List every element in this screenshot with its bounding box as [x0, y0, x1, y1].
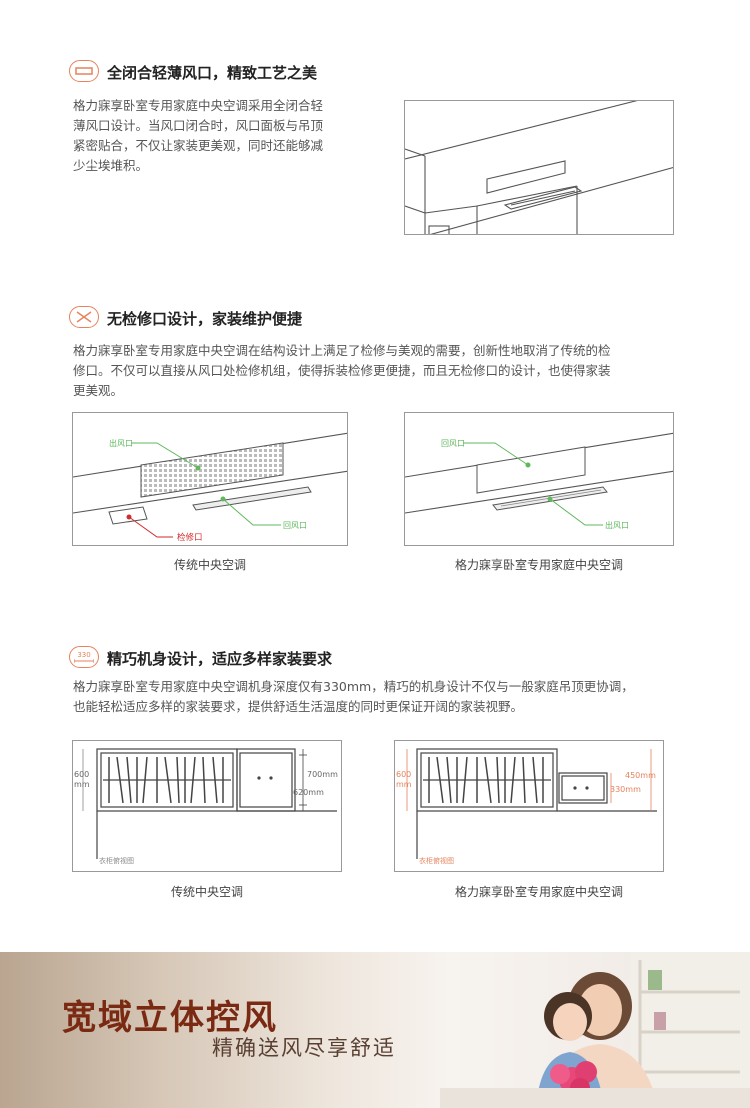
- closed-vent-illustration: [404, 100, 674, 235]
- section3-title: 精巧机身设计，适应多样家装要求: [107, 650, 333, 668]
- label-return: 回风口: [283, 521, 307, 530]
- banner-subtitle: 精确送风尽享舒适: [212, 1036, 396, 1060]
- label-outlet: 出风口: [109, 438, 133, 448]
- section2-title: 无检修口设计，家装维护便捷: [107, 310, 303, 328]
- svg-text:450mm: 450mm: [625, 771, 656, 780]
- left-wardrobe-caption: 传统中央空调: [170, 885, 243, 899]
- label-access: 检修口: [177, 532, 203, 543]
- svg-text:mm: mm: [396, 780, 412, 789]
- right-wardrobe-caption: 格力寐享卧室专用家庭中央空调: [454, 885, 623, 899]
- svg-text:330mm: 330mm: [610, 785, 641, 794]
- svg-text:700mm: 700mm: [307, 770, 338, 779]
- gree-ac-diagram: 回风口 出风口: [404, 412, 674, 546]
- family-photo-illustration: [440, 952, 750, 1108]
- section1-body: 格力寐享卧室专用家庭中央空调采用全闭合轻 薄风口设计。当风口闭合时，风口面板与吊…: [73, 98, 324, 173]
- label-outlet: 出风口: [605, 520, 629, 530]
- banner: 宽域立体控风 精确送风尽享舒适: [0, 952, 750, 1108]
- section3-body: 格力寐享卧室专用家庭中央空调机身深度仅有330mm，精巧的机身设计不仅与一般家庭…: [73, 679, 634, 714]
- svg-text:600: 600: [74, 770, 89, 779]
- section1-title: 全闭合轻薄风口，精致工艺之美: [107, 64, 318, 82]
- vent-slot-icon: [69, 60, 99, 82]
- traditional-ac-diagram: 出风口 回风口 检修口: [72, 412, 348, 546]
- section2-body: 格力寐享卧室专用家庭中央空调在结构设计上满足了检修与美观的需要，创新性地取消了传…: [73, 343, 611, 398]
- right-diagram-caption: 格力寐享卧室专用家庭中央空调: [454, 558, 623, 572]
- traditional-wardrobe-topview: 600 mm 700mm 620mm 衣柜俯视图: [72, 740, 342, 872]
- label-return: 回风口: [441, 439, 465, 448]
- svg-text:620mm: 620mm: [293, 788, 324, 797]
- svg-text:衣柜俯视图: 衣柜俯视图: [419, 856, 454, 865]
- svg-text:600: 600: [396, 770, 411, 779]
- left-diagram-caption: 传统中央空调: [173, 558, 246, 572]
- ruler-330-icon: 330: [69, 646, 99, 668]
- gree-wardrobe-topview: 600 mm 450mm 330mm 衣柜俯视图: [394, 740, 664, 872]
- svg-text:衣柜俯视图: 衣柜俯视图: [99, 856, 134, 865]
- banner-title: 宽域立体控风: [62, 998, 278, 1038]
- svg-text:mm: mm: [74, 780, 90, 789]
- crossed-wrench-icon: [69, 306, 99, 328]
